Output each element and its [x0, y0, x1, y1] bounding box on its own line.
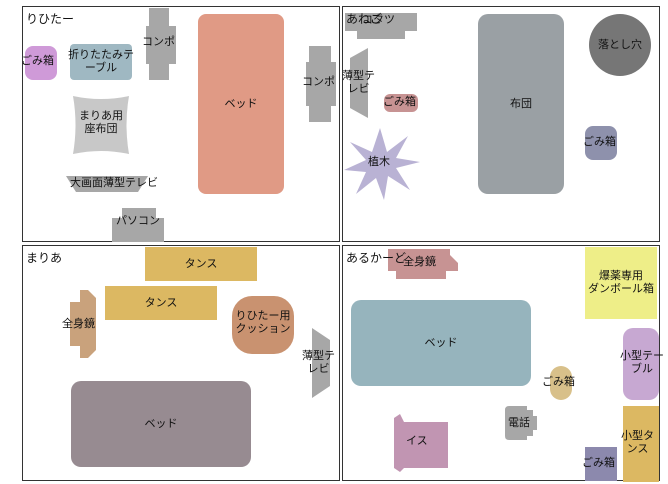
tansu-top[interactable]: タンス [145, 247, 257, 281]
thin-tv-anego-shape[interactable] [350, 48, 368, 118]
combo-right-label: コンポ [302, 75, 335, 88]
bed-rihita[interactable]: ベッド [198, 14, 284, 194]
tansu-mid[interactable]: タンス [105, 286, 217, 320]
room-name-anego: あねご [346, 12, 383, 26]
combo-right-shape[interactable] [306, 46, 336, 122]
pitfall[interactable]: 落とし穴 [589, 14, 651, 76]
trash-arukado-mid-label: ごみ箱 [542, 375, 575, 388]
thin-tv-maria-label: 薄型テ レビ [302, 349, 335, 375]
futon[interactable]: 布団 [478, 14, 564, 194]
trash-rihita[interactable] [25, 46, 57, 80]
trash-arukado-bottom[interactable] [585, 447, 617, 481]
trash-arukado-bottom-label: ごみ箱 [582, 456, 615, 469]
trash-anego-small[interactable] [384, 94, 418, 112]
chair-label: イス [406, 434, 428, 447]
mirror-arukado-label: 全身鏡 [403, 255, 436, 268]
chair-shape[interactable] [392, 414, 450, 472]
mirror-arukado-shape[interactable] [388, 249, 458, 279]
pc-shape[interactable] [110, 208, 168, 242]
room-name-rihita: りひたー [26, 12, 75, 26]
small-table-label: 小型テー ブル [620, 349, 664, 375]
tansu-mid-label: タンス [144, 295, 178, 309]
pc-label: パソコン [116, 214, 160, 227]
bed-arukado[interactable]: ベッド [351, 300, 531, 386]
plant-label: 植木 [368, 155, 390, 168]
bed-maria[interactable]: ベッド [71, 381, 251, 467]
folding-table-label: 折りたたみテーブル [68, 48, 134, 74]
plant-shape[interactable] [344, 128, 420, 200]
explosive-box-label: 爆薬専用 ダンボール箱 [588, 269, 654, 295]
cushion-rihita[interactable] [232, 296, 294, 354]
cushion-maria-label: まりあ用 座布団 [79, 109, 123, 135]
small-table[interactable] [623, 328, 659, 400]
futon-label: 布団 [510, 96, 532, 110]
combo-top-label: コンポ [142, 35, 175, 48]
bed-rihita-label: ベッド [224, 96, 258, 110]
kotatsu-shape[interactable] [345, 9, 417, 39]
pitfall-label: 落とし穴 [598, 37, 642, 51]
trash-anego-right-label: ごみ箱 [583, 135, 616, 148]
room-name-arukado: あるかーど [346, 251, 407, 265]
small-tansu[interactable] [623, 406, 659, 482]
mirror-maria-shape[interactable] [66, 290, 96, 358]
trash-rihita-label: ごみ箱 [21, 54, 54, 67]
cushion-rihita-label: りひたー用 クッション [235, 309, 291, 335]
room-name-maria: まりあ [26, 251, 63, 265]
folding-table[interactable] [70, 44, 132, 80]
tansu-top-label: タンス [184, 256, 218, 270]
trash-arukado-mid[interactable] [550, 366, 572, 400]
cushion-maria-shape[interactable] [70, 94, 132, 156]
trash-anego-right[interactable] [585, 126, 617, 160]
mirror-maria-label: 全身鏡 [62, 317, 95, 330]
bed-maria-label: ベッド [144, 416, 178, 430]
bed-arukado-label: ベッド [424, 335, 458, 349]
big-tv-shape[interactable] [66, 176, 148, 192]
trash-anego-small-label: ごみ箱 [383, 95, 416, 108]
explosive-box[interactable]: 爆薬専用 ダンボール箱 [585, 247, 657, 319]
combo-top-shape [146, 8, 176, 80]
thin-tv-anego-label: 薄型テ レビ [342, 69, 375, 95]
thin-tv-maria-shape[interactable] [312, 328, 330, 398]
big-tv-label: 大画面薄型テレビ [70, 176, 158, 189]
phone-label: 電話 [508, 416, 530, 429]
small-tansu-label: 小型タ ンス [621, 429, 654, 455]
kotatsu-label: コタツ [362, 13, 395, 26]
phone-shape[interactable] [505, 406, 537, 440]
